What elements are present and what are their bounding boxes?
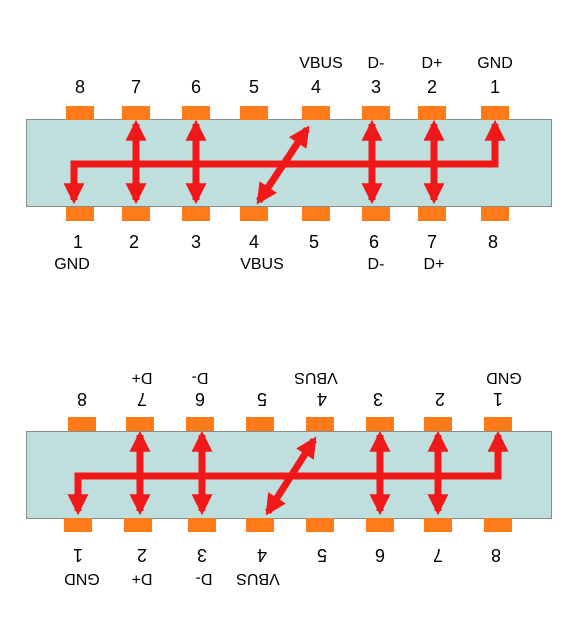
pin-pad [182, 106, 210, 120]
pin-number: 2 [128, 232, 139, 252]
pin-number: 5 [308, 232, 319, 252]
signal-label-gnd: GND [477, 55, 513, 72]
pin-pad [246, 417, 274, 431]
pin-number: 8 [74, 77, 85, 97]
pin-number: 5 [317, 545, 328, 565]
pinout-diagram-flipped: D+ D- VBUS GND 8 7 6 5 4 3 2 1 [0, 320, 576, 640]
pin-number: 8 [491, 545, 502, 565]
pin-pad [182, 207, 210, 221]
pin-pad [484, 417, 512, 431]
pin-number: 8 [487, 232, 498, 252]
pin-pad [64, 518, 92, 532]
pin-pad [424, 518, 452, 532]
pin-pad [484, 518, 512, 532]
pin-pad [366, 518, 394, 532]
pin-pad [126, 417, 154, 431]
signal-label-d-minus: D- [367, 256, 385, 273]
pin-pad [240, 106, 268, 120]
signal-label-gnd: GND [54, 256, 90, 273]
pin-number: 1 [72, 232, 83, 252]
pin-pad [481, 106, 509, 120]
signal-label-d-minus: D- [367, 55, 385, 72]
pin-number: 6 [368, 232, 379, 252]
pin-pad [186, 417, 214, 431]
pin-pad [481, 207, 509, 221]
pin-pad [424, 417, 452, 431]
wire-layer [67, 430, 509, 516]
pin-pad [362, 106, 390, 120]
pin-pad [306, 518, 334, 532]
pin-pad [122, 106, 150, 120]
vbus-wire [265, 436, 317, 516]
pin-number: 5 [248, 77, 259, 97]
pin-pad [302, 106, 330, 120]
signal-label-d-plus: D+ [131, 570, 153, 587]
pin-number: 4 [257, 545, 268, 565]
pin-pad [188, 518, 216, 532]
pin-number: 6 [190, 77, 201, 97]
pin-pad [418, 207, 446, 221]
pin-number: 3 [190, 232, 201, 252]
pin-pad [122, 207, 150, 221]
signal-label-d-plus: D+ [421, 55, 443, 72]
pin-pad [66, 106, 94, 120]
wire-layer [63, 119, 506, 205]
pin-number: 6 [375, 545, 386, 565]
pin-pad [418, 106, 446, 120]
pin-number: 2 [426, 77, 437, 97]
pin-number: 7 [433, 545, 444, 565]
pin-number: 2 [137, 545, 148, 565]
pin-pad [66, 207, 94, 221]
pin-pad [246, 518, 274, 532]
signal-label-vbus: VBUS [299, 55, 343, 72]
pin-number: 3 [370, 77, 381, 97]
pin-number: 7 [130, 77, 141, 97]
pinout-diagram-normal: VBUS D- D+ GND 8 7 6 5 4 3 2 1 [0, 0, 576, 300]
pin-pad [240, 207, 268, 221]
pin-pad [306, 417, 334, 431]
pin-number: 3 [197, 545, 208, 565]
pin-pad [366, 417, 394, 431]
pin-number: 1 [73, 545, 84, 565]
pin-number: 4 [248, 232, 259, 252]
pin-pad [362, 207, 390, 221]
pin-number: 4 [310, 77, 321, 97]
signal-label-vbus: VBUS [236, 570, 280, 587]
pin-number: 1 [489, 77, 500, 97]
vbus-wire [256, 125, 310, 205]
signal-label-vbus: VBUS [240, 256, 284, 273]
pin-number: 7 [426, 232, 437, 252]
signal-label-d-plus: D+ [423, 256, 445, 273]
pin-pad [302, 207, 330, 221]
pin-pad [68, 417, 96, 431]
pin-pad [124, 518, 152, 532]
